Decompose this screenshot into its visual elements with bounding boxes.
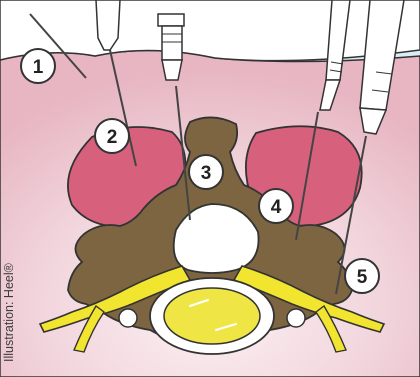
foramen-left [119, 309, 137, 327]
svg-text:1: 1 [33, 57, 44, 78]
label-5: 5 [345, 259, 379, 293]
illustration-credit: Illustration: Heel® [2, 263, 16, 362]
spinal-cord [164, 288, 260, 344]
label-1: 1 [21, 49, 55, 83]
label-3: 3 [189, 155, 223, 189]
foramen-right [287, 309, 305, 327]
label-4: 4 [259, 189, 293, 223]
svg-text:5: 5 [357, 267, 368, 288]
svg-text:4: 4 [271, 197, 282, 218]
label-2: 2 [95, 119, 129, 153]
svg-text:2: 2 [107, 127, 118, 148]
svg-text:3: 3 [201, 163, 212, 184]
